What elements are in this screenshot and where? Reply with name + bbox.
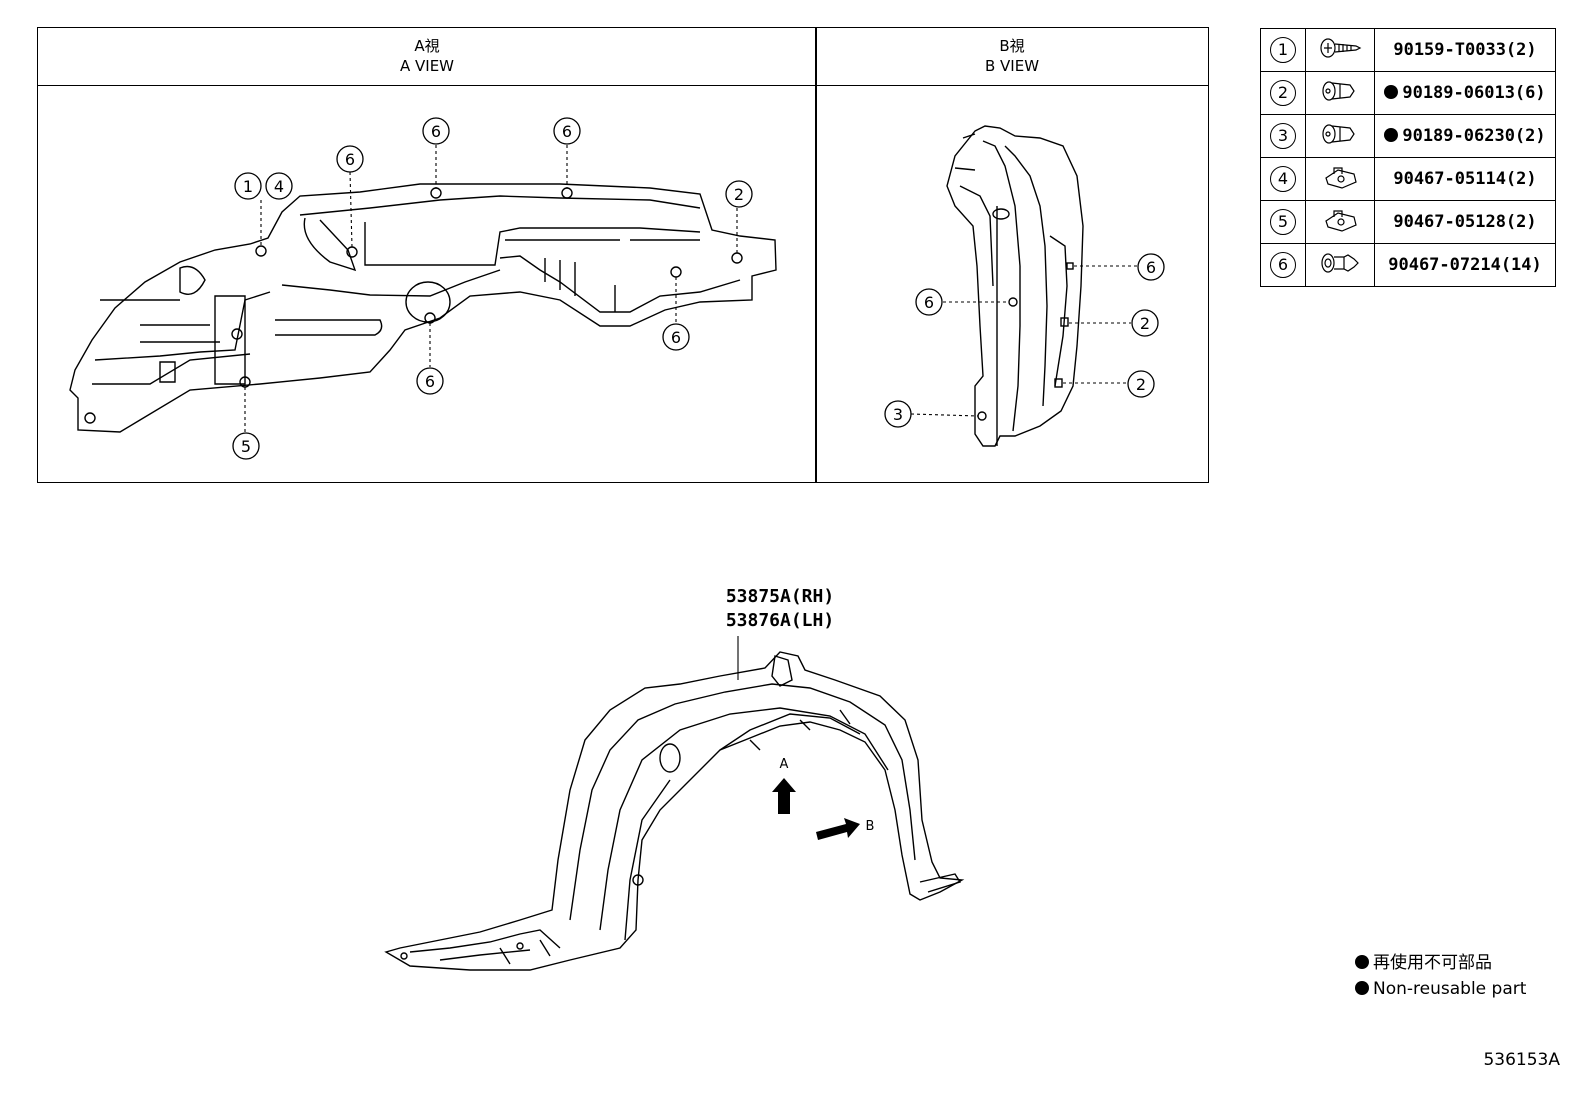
b-callout-6b: 6: [924, 293, 934, 312]
parts-row-number: 2: [1260, 71, 1306, 115]
b-view-frame: [815, 27, 1209, 483]
parts-table-row: 3 90189-06230(2): [1260, 114, 1556, 158]
b-callout-3: 3: [893, 405, 903, 424]
b-view-title-jp: B視: [999, 37, 1025, 55]
legend-en: Non-reusable part: [1373, 979, 1527, 999]
a-callout-2: 2: [734, 185, 744, 204]
a-callout-6d: 6: [671, 328, 681, 347]
view-arrow-b: [816, 818, 860, 840]
non-reusable-legend: 再使用不可部品 Non-reusable part: [1355, 950, 1526, 1002]
push-clip-icon: [1305, 243, 1375, 287]
parts-row-number: 5: [1260, 200, 1306, 244]
clip-icon: [1305, 71, 1375, 115]
parts-row-number: 3: [1260, 114, 1306, 158]
part-number-lh: 53876A(LH): [725, 610, 835, 631]
b-view-drawing: 6 6 2 2 3: [884, 125, 1165, 447]
a-view-drawing: 1 4 6 6 6 2 6 6 5: [69, 117, 777, 460]
non-reusable-dot-icon: [1384, 128, 1399, 142]
fastener-parts-table: 1 90159-T0033(2) 2 90189-06013(6) 3 90189-062…: [1260, 28, 1556, 287]
main-part-number: 53875A(RH) 53876A(LH): [700, 585, 860, 633]
a-callout-6a: 6: [345, 150, 355, 169]
parts-row-number-label: 5: [1270, 209, 1296, 235]
a-view-title-jp: A視: [414, 37, 440, 55]
non-reusable-dot-icon: [1384, 85, 1399, 99]
a-callout-6e: 6: [425, 372, 435, 391]
a-callout-6b: 6: [431, 122, 441, 141]
part-number-text: 90467-07214(14): [1388, 255, 1542, 275]
part-number-text: 90189-06230(2): [1402, 126, 1546, 146]
b-view-header: B視 B VIEW: [815, 36, 1209, 76]
parts-row-number-label: 6: [1270, 252, 1296, 278]
nut-clip-icon: [1305, 157, 1375, 201]
a-callout-5: 5: [241, 437, 251, 456]
fender-liner-drawing: [384, 636, 965, 971]
part-number-text: 90467-05114(2): [1393, 169, 1537, 189]
fender-liner-outline: [384, 651, 965, 971]
a-callout-1: 1: [243, 177, 253, 196]
b-callout-2b: 2: [1136, 375, 1146, 394]
parts-row-part-number: 90467-05114(2): [1374, 157, 1556, 201]
view-header-divider: [37, 85, 1209, 86]
parts-row-part-number: 90467-05128(2): [1374, 200, 1556, 244]
b-view-liner-outline: [946, 125, 1084, 447]
parts-row-part-number: 90189-06230(2): [1374, 114, 1556, 158]
legend-jp: 再使用不可部品: [1373, 953, 1492, 973]
a-view-header: A視 A VIEW: [37, 36, 817, 76]
b-view-title-en: B VIEW: [984, 57, 1040, 75]
parts-table-row: 5 90467-05128(2): [1260, 200, 1556, 244]
parts-row-number: 1: [1260, 28, 1306, 72]
parts-table-row: 2 90189-06013(6): [1260, 71, 1556, 115]
screw-icon: [1305, 28, 1375, 72]
view-arrow-b-label: B: [866, 819, 875, 834]
parts-row-number-label: 2: [1270, 80, 1296, 106]
non-reusable-dot-icon: [1355, 981, 1369, 995]
a-view-liner-outline: [69, 183, 777, 433]
parts-table-row: 1 90159-T0033(2): [1260, 28, 1556, 72]
drawing-id: 536153A: [1483, 1050, 1560, 1070]
parts-row-part-number: 90159-T0033(2): [1374, 28, 1556, 72]
legend-jp-row: 再使用不可部品: [1355, 950, 1526, 976]
parts-row-number: 6: [1260, 243, 1306, 287]
a-view-frame: [37, 27, 817, 483]
parts-row-number-label: 3: [1270, 123, 1296, 149]
legend-en-row: Non-reusable part: [1355, 976, 1526, 1002]
part-number-text: 90159-T0033(2): [1393, 40, 1537, 60]
parts-table-row: 6 90467-07214(14): [1260, 243, 1556, 287]
parts-row-part-number: 90189-06013(6): [1374, 71, 1556, 115]
view-arrow-a-label: A: [780, 757, 789, 772]
view-arrows: A B: [772, 757, 875, 840]
view-arrow-a: [772, 778, 796, 814]
non-reusable-dot-icon: [1355, 955, 1369, 969]
part-number-text: 90467-05128(2): [1393, 212, 1537, 232]
a-callout-4: 4: [274, 177, 284, 196]
nut-clip-icon: [1305, 200, 1375, 244]
part-number-rh: 53875A(RH): [725, 586, 835, 607]
part-number-text: 90189-06013(6): [1402, 83, 1546, 103]
b-callout-2a: 2: [1140, 314, 1150, 333]
parts-row-part-number: 90467-07214(14): [1374, 243, 1556, 287]
parts-row-number: 4: [1260, 157, 1306, 201]
parts-table-row: 4 90467-05114(2): [1260, 157, 1556, 201]
a-callout-6c: 6: [562, 122, 572, 141]
a-view-title-en: A VIEW: [399, 57, 455, 75]
clip-icon: [1305, 114, 1375, 158]
b-callout-6a: 6: [1146, 258, 1156, 277]
parts-row-number-label: 4: [1270, 166, 1296, 192]
parts-row-number-label: 1: [1270, 37, 1296, 63]
